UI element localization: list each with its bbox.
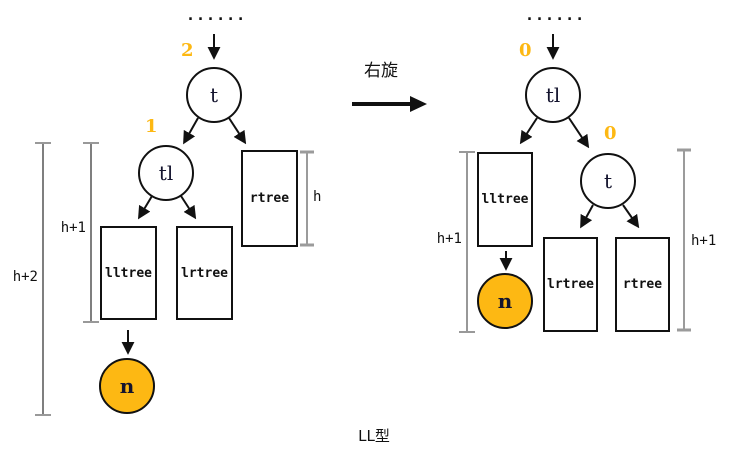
- node-t-before-label: t: [209, 83, 219, 107]
- edge-tl-to-lltree: [137, 195, 153, 220]
- subtree-rtree-before-label: rtree: [249, 191, 290, 206]
- subtree-rtree-after-label: rtree: [622, 277, 663, 292]
- bracket-h-plus-1-after-left: [459, 151, 475, 333]
- subtree-lrtree-before: lrtree: [176, 226, 233, 320]
- parent-ellipsis-after: ......: [525, 6, 586, 24]
- height-label-h-plus-2: h+2: [12, 269, 38, 285]
- parent-ellipsis-before: ......: [186, 6, 247, 24]
- node-t-after-label: t: [603, 169, 613, 193]
- edge-t-to-lrtree-after: [580, 204, 594, 229]
- edge-tl-to-lrtree: [180, 195, 197, 220]
- node-n-before: n: [99, 358, 155, 414]
- subtree-lrtree-after: lrtree: [543, 237, 598, 332]
- balance-factor-t-after: 0: [604, 123, 617, 144]
- subtree-lrtree-before-label: lrtree: [181, 265, 228, 281]
- node-tl-after-label: tl: [545, 83, 561, 107]
- balance-factor-root-before: 2: [181, 40, 194, 61]
- subtree-lltree-before: lltree: [100, 226, 157, 320]
- node-tl-after: tl: [525, 67, 581, 123]
- edge-t-to-rtree: [228, 117, 247, 145]
- bracket-h-plus-2: [35, 142, 51, 416]
- bracket-h-plus-1-before: [83, 142, 99, 323]
- subtree-rtree-after: rtree: [615, 237, 670, 332]
- height-label-h-plus-1-after-left: h+1: [436, 231, 462, 247]
- subtree-lltree-after: lltree: [477, 152, 533, 247]
- edge-tl-to-lltree-after: [519, 117, 538, 145]
- rotation-arrow-head: [410, 96, 427, 112]
- edge-tl-to-t-after: [568, 117, 590, 149]
- height-label-h: h: [313, 189, 322, 205]
- node-tl-before-label: tl: [158, 161, 174, 185]
- bracket-h-plus-1-after-right: [677, 148, 691, 332]
- node-n-after: n: [477, 273, 533, 329]
- subtree-lrtree-after-label: lrtree: [547, 277, 594, 292]
- height-label-h-plus-1-before: h+1: [60, 220, 86, 236]
- node-n-after-label: n: [497, 289, 513, 313]
- edge-t-to-rtree-after: [622, 204, 640, 229]
- rotation-label: 右旋: [364, 61, 398, 81]
- subtree-lltree-after-label: lltree: [481, 192, 529, 207]
- node-t-after: t: [580, 153, 636, 209]
- subtree-rtree-before: rtree: [241, 150, 298, 247]
- diagram-caption: LL型: [358, 427, 390, 445]
- height-label-h-plus-1-after-right: h+1: [691, 233, 717, 249]
- node-t-before: t: [186, 67, 242, 123]
- balance-factor-root-after: 0: [519, 40, 532, 61]
- balance-factor-tl-before: 1: [145, 116, 158, 137]
- node-n-before-label: n: [119, 374, 135, 398]
- subtree-lltree-before-label: lltree: [105, 265, 152, 281]
- bracket-h-rtree: [300, 150, 314, 247]
- node-tl-before: tl: [138, 145, 194, 201]
- edge-t-to-tl: [183, 117, 199, 145]
